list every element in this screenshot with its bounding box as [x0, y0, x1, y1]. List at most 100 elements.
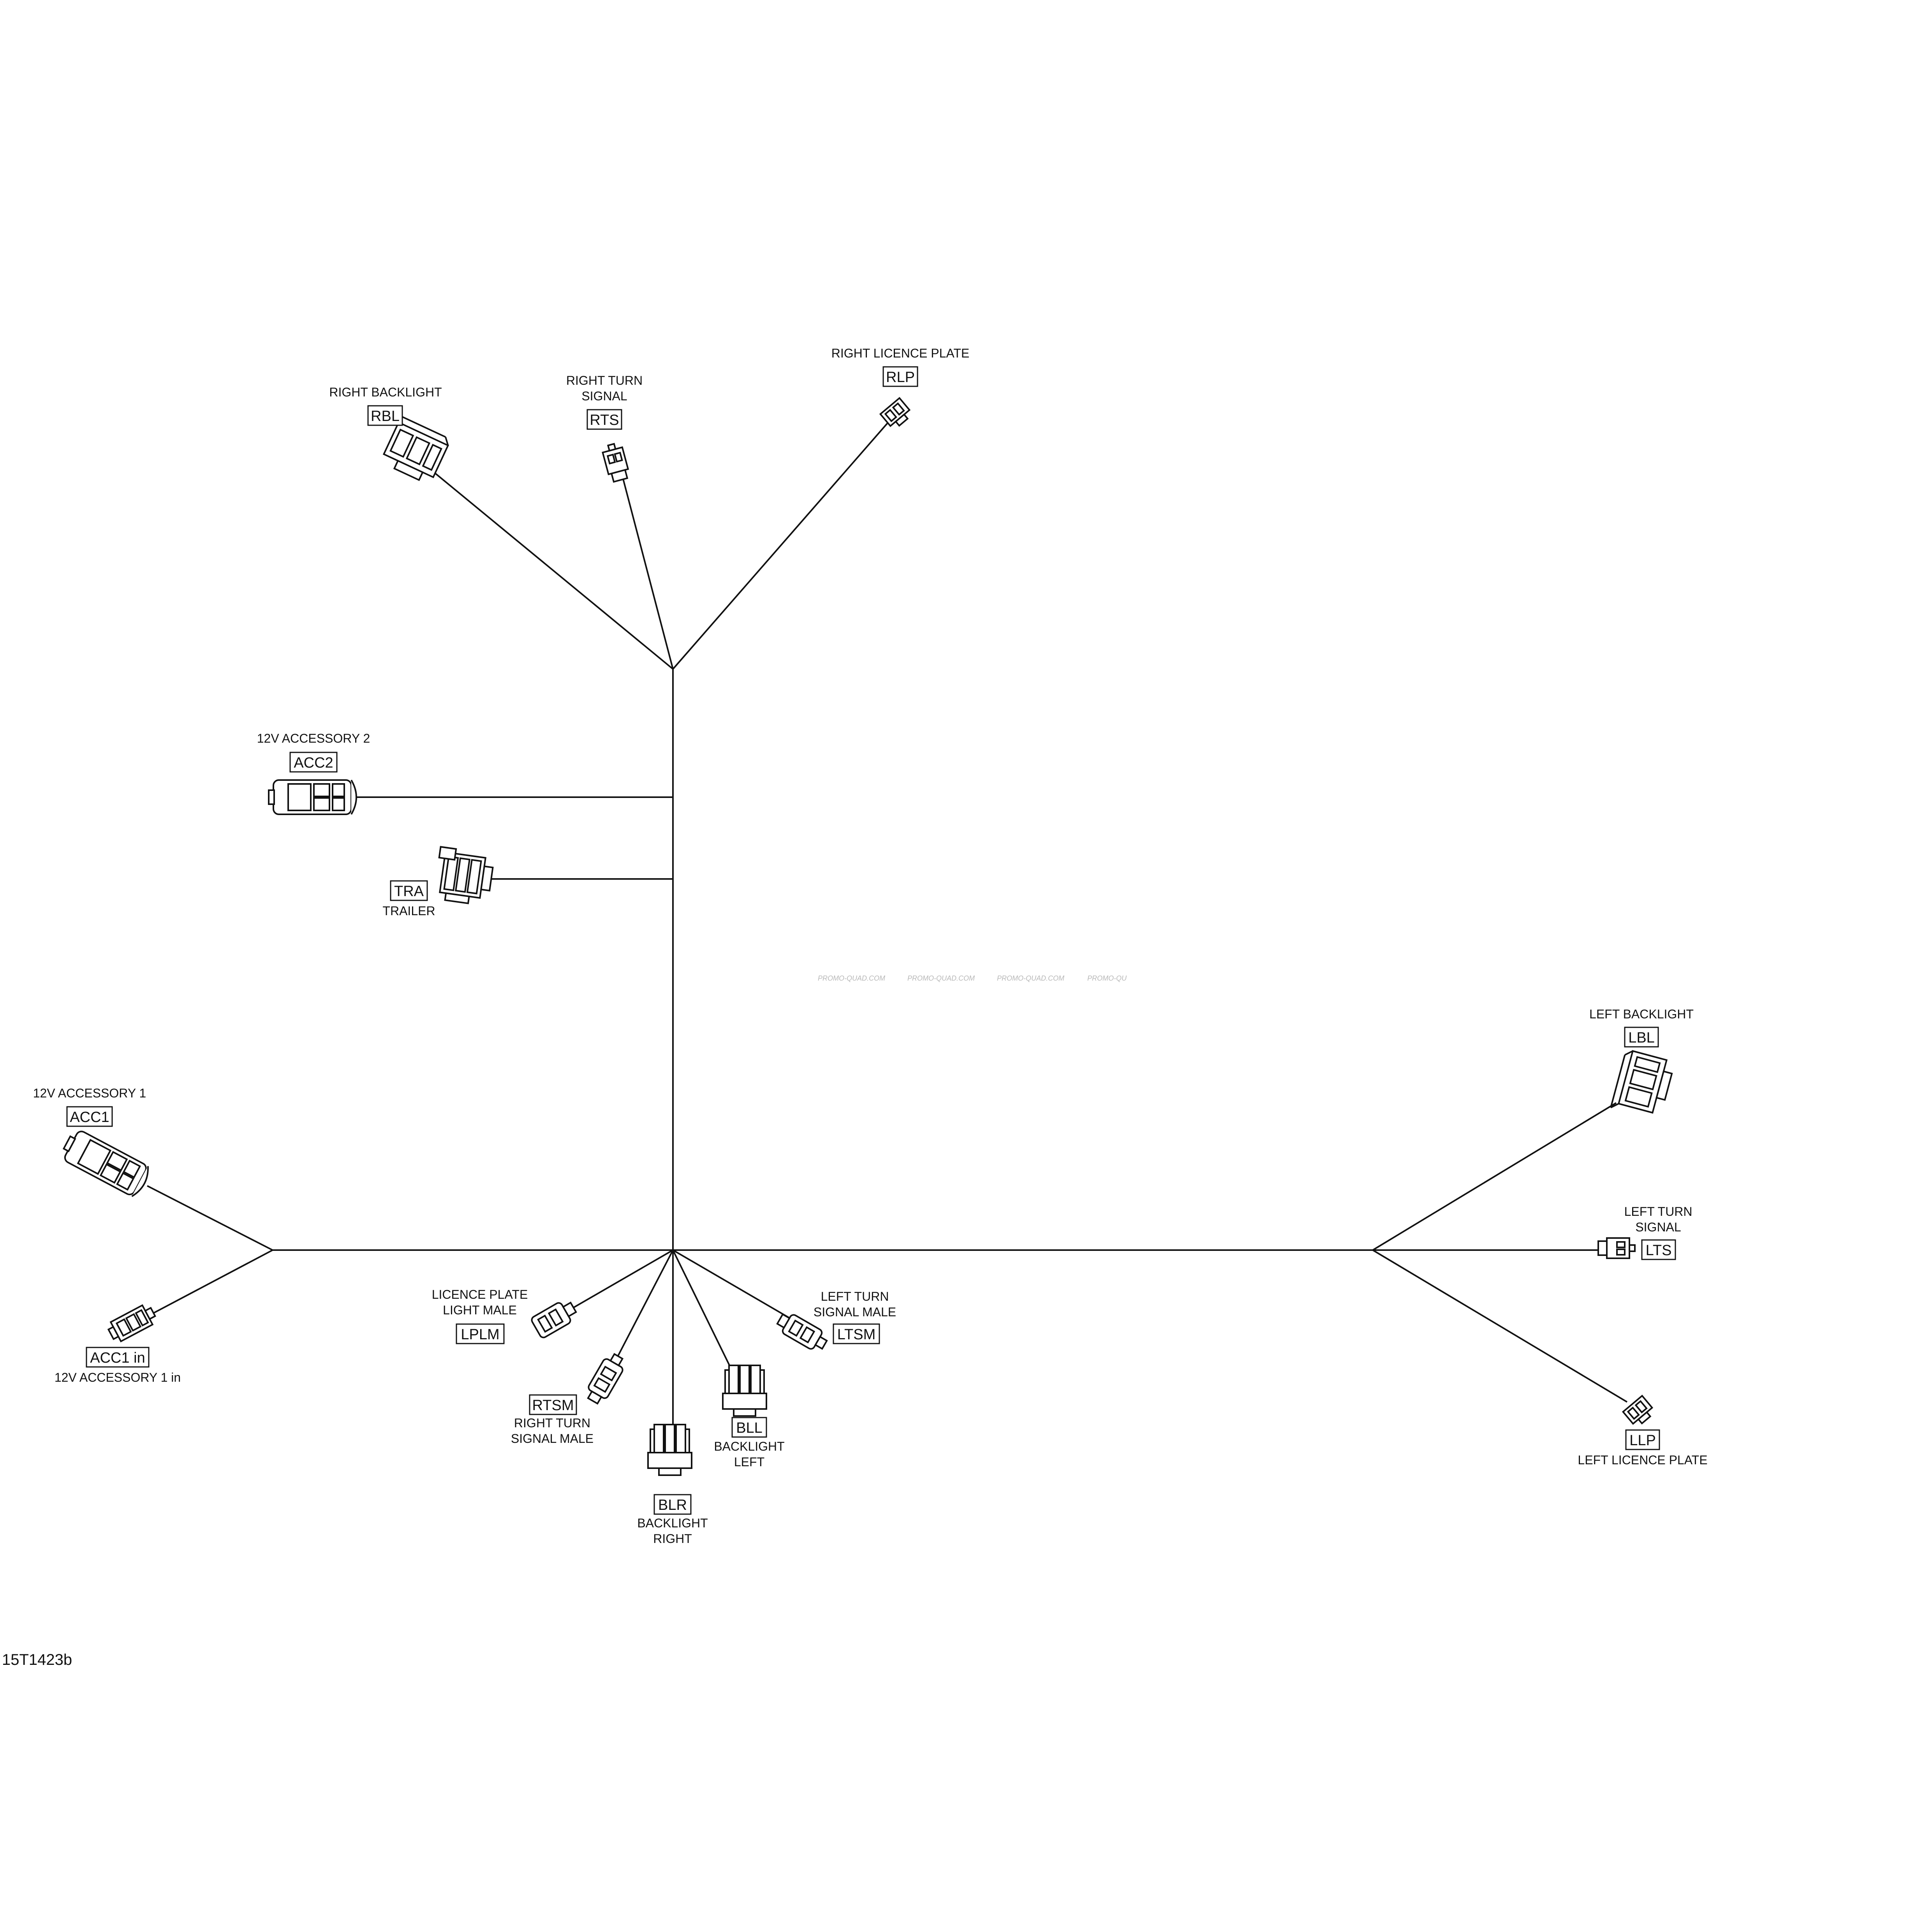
bll-wire — [672, 1250, 733, 1371]
rts-name-line2: SIGNAL — [581, 389, 627, 403]
ltsm-code: LTSM — [837, 1326, 876, 1343]
llp-code-box — [1625, 1429, 1660, 1450]
acc2-name-line1: 12V ACCESSORY 2 — [257, 731, 370, 745]
llp-connector-icon — [1622, 1395, 1654, 1425]
lplm-name-line2: LIGHT MALE — [443, 1303, 517, 1317]
ltsm-label: LEFT TURN SIGNAL MALE LTSM — [814, 1289, 896, 1344]
watermark-3: PROMO-QUAD.COM — [997, 974, 1064, 982]
watermark-1: PROMO-QUAD.COM — [818, 974, 885, 982]
ltsm-connector-icon — [776, 1313, 828, 1350]
rlp-wire — [672, 421, 889, 670]
rbl-label: RIGHT BACKLIGHT RBL — [329, 385, 442, 426]
acc1-wire — [147, 1185, 273, 1251]
rtsm-code: RTSM — [532, 1397, 574, 1414]
watermark-4: PROMO-QU — [1087, 974, 1127, 982]
lbl-connector-icon — [1610, 1050, 1673, 1114]
rts-wire — [622, 476, 674, 669]
blr-name-line2: RIGHT — [653, 1532, 692, 1546]
blr-connector-icon — [647, 1424, 692, 1476]
tra-code: TRA — [394, 883, 424, 900]
rbl-code-box — [367, 405, 403, 426]
acc1in-name-line1: 12V ACCESSORY 1 in — [55, 1370, 181, 1384]
watermark-2: PROMO-QUAD.COM — [907, 974, 975, 982]
lbl-code: LBL — [1628, 1030, 1655, 1046]
rlp-connector-icon — [879, 397, 911, 427]
acc1-name-line1: 12V ACCESSORY 1 — [33, 1086, 146, 1100]
acc2-code-box — [289, 752, 338, 773]
lbl-wire — [1372, 1102, 1617, 1251]
acc2-code: ACC2 — [294, 755, 333, 771]
lts-label: LEFT TURN SIGNAL LTS — [1624, 1205, 1692, 1260]
lbl-code-box — [1624, 1027, 1659, 1048]
acc1in-wire — [149, 1249, 273, 1316]
bll-label: BLL BACKLIGHT LEFT — [714, 1417, 785, 1469]
bll-connector-icon — [722, 1365, 767, 1417]
bll-code-box — [731, 1417, 767, 1438]
acc1in-connector-icon — [107, 1304, 157, 1343]
ltsm-name-line2: SIGNAL MALE — [814, 1305, 896, 1319]
acc1-label: 12V ACCESSORY 1 ACC1 — [33, 1086, 146, 1127]
rts-name-line1: RIGHT TURN — [566, 373, 643, 387]
rts-code-box — [586, 409, 622, 430]
lts-name-line1: LEFT TURN — [1624, 1205, 1692, 1219]
lts-name-line2: SIGNAL — [1635, 1220, 1681, 1234]
lts-code-box — [1641, 1239, 1676, 1260]
ltsm-name-line1: LEFT TURN — [821, 1289, 889, 1303]
rts-code: RTS — [590, 412, 619, 428]
tra-name-line1: TRAILER — [382, 904, 435, 918]
tra-code-box — [390, 880, 428, 901]
ltsm-code-box — [833, 1323, 880, 1344]
lplm-code-box — [456, 1323, 505, 1344]
rlp-code-box — [882, 366, 918, 387]
bll-code: BLL — [736, 1420, 763, 1436]
blr-code-box — [653, 1494, 692, 1515]
acc1-connector-icon — [62, 1131, 149, 1197]
lts-connector-icon — [1597, 1237, 1636, 1259]
acc1in-code-box — [86, 1347, 150, 1368]
llp-label: LLP LEFT LICENCE PLATE — [1578, 1429, 1708, 1467]
blr-label: BLR BACKLIGHT RIGHT — [637, 1494, 708, 1546]
rts-connector-icon — [602, 443, 629, 483]
lbl-label: LEFT BACKLIGHT LBL — [1589, 1007, 1694, 1048]
bll-name-line2: LEFT — [734, 1455, 764, 1469]
drawing-id: 15T1423b — [2, 1651, 72, 1668]
lplm-label: LICENCE PLATE LIGHT MALE LPLM — [432, 1287, 528, 1344]
rtsm-name-line1: RIGHT TURN — [514, 1416, 590, 1430]
tra-label: TRA TRAILER — [382, 880, 435, 918]
rtsm-connector-icon — [587, 1353, 624, 1405]
acc2-connector-icon — [268, 779, 357, 815]
rlp-name-line1: RIGHT LICENCE PLATE — [831, 346, 969, 360]
llp-code: LLP — [1629, 1432, 1656, 1449]
acc1in-label: ACC1 in 12V ACCESSORY 1 in — [55, 1347, 181, 1384]
acc2-label: 12V ACCESSORY 2 ACC2 — [257, 731, 370, 773]
acc1-code-box — [66, 1106, 113, 1127]
rbl-connector-icon — [382, 413, 449, 481]
rtsm-wire — [615, 1250, 674, 1361]
lplm-code: LPLM — [461, 1326, 499, 1343]
rbl-wire — [430, 468, 674, 670]
rbl-code: RBL — [371, 408, 400, 424]
rbl-name-line1: RIGHT BACKLIGHT — [329, 385, 442, 399]
bll-name-line1: BACKLIGHT — [714, 1439, 784, 1453]
watermark: PROMO-QUAD.COM PROMO-QUAD.COM PROMO-QUAD… — [818, 974, 1127, 982]
rlp-label: RIGHT LICENCE PLATE RLP — [831, 346, 969, 387]
tra-connector-icon — [438, 846, 494, 904]
blr-code: BLR — [658, 1497, 687, 1513]
llp-wire — [1372, 1249, 1628, 1403]
lplm-connector-icon — [531, 1302, 577, 1338]
acc1-code: ACC1 — [70, 1109, 109, 1125]
llp-name-line1: LEFT LICENCE PLATE — [1578, 1453, 1707, 1467]
acc1in-code: ACC1 in — [90, 1350, 145, 1366]
rlp-code: RLP — [886, 369, 915, 386]
blr-name-line1: BACKLIGHT — [637, 1516, 708, 1530]
rtsm-name-line2: SIGNAL MALE — [511, 1432, 594, 1446]
lplm-name-line1: LICENCE PLATE — [432, 1287, 528, 1302]
harness-wires — [147, 421, 1628, 1427]
lbl-name-line1: LEFT BACKLIGHT — [1589, 1007, 1694, 1021]
rtsm-code-box — [529, 1394, 577, 1415]
lts-code: LTS — [1646, 1242, 1672, 1259]
rts-label: RIGHT TURN SIGNAL RTS — [566, 373, 643, 430]
lplm-wire — [570, 1249, 674, 1310]
